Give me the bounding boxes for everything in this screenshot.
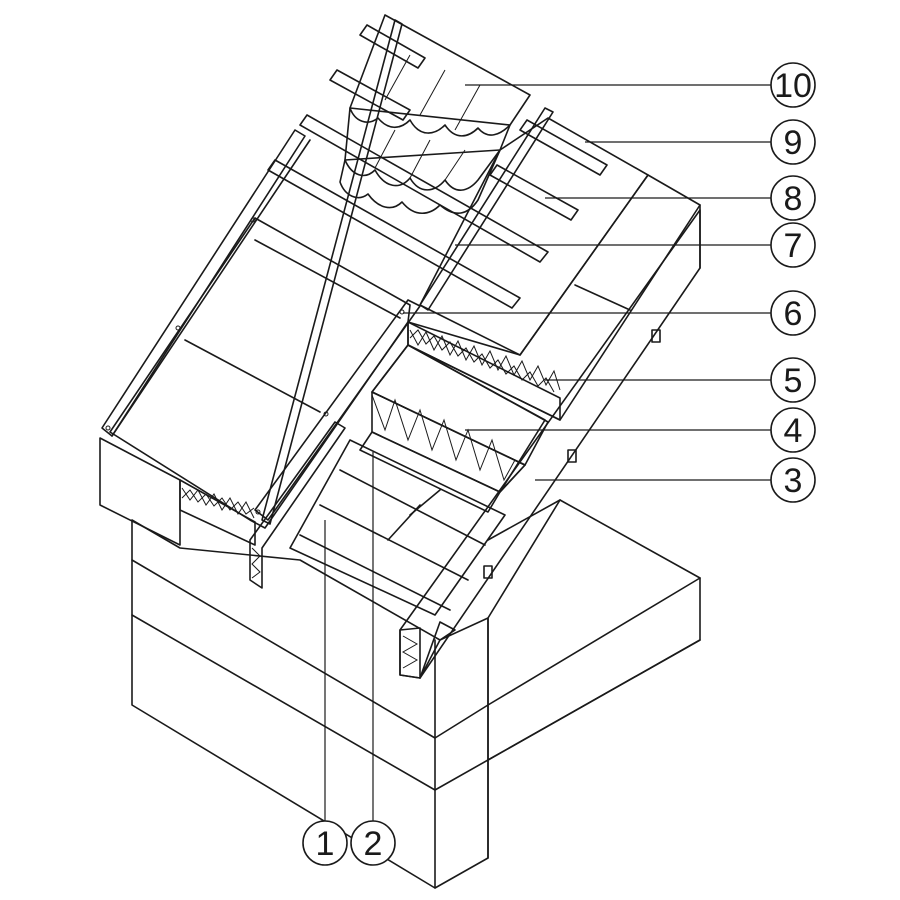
rafter-right — [399, 209, 701, 679]
tile-joint-2 — [419, 69, 446, 116]
callout-4-label: 4 — [784, 412, 803, 450]
callout-7-label: 7 — [784, 227, 803, 265]
batten-2 — [299, 114, 549, 263]
tile-row-2 — [344, 107, 511, 191]
callout-3: 3 — [770, 457, 816, 503]
verge-rail-inner — [111, 139, 311, 437]
woodfibre-board-right-edge — [407, 321, 561, 421]
verge-screw-2 — [175, 325, 181, 331]
callout-3-label: 3 — [784, 462, 803, 500]
callout-6-label: 6 — [784, 295, 803, 333]
callout-5-label: 5 — [784, 362, 803, 400]
woodfibre-left-seam-1 — [184, 339, 321, 413]
wall-course-line-1 — [131, 559, 436, 739]
roof-underlay — [419, 117, 649, 356]
woodfibre-left-seam-2 — [254, 239, 401, 319]
tile-joint-4 — [374, 129, 396, 169]
callout-6: 6 — [770, 290, 816, 336]
roof-tiles — [339, 14, 531, 215]
callout-1-label: 1 — [316, 825, 335, 863]
rafter-right-end — [399, 627, 421, 679]
counter-batten-right — [419, 107, 554, 311]
wall-right-edge-1 — [434, 577, 701, 739]
callout-7: 7 — [770, 222, 816, 268]
woodfibre-board-right — [407, 174, 701, 421]
batten-3 — [489, 164, 579, 221]
callout-9: 9 — [770, 119, 816, 165]
callout-9-label: 9 — [784, 124, 803, 162]
batten-4 — [519, 119, 608, 176]
rafter-right-bottom — [419, 621, 456, 679]
rafter-clip-3 — [483, 565, 493, 579]
callout-4: 4 — [770, 407, 816, 453]
woodfibre-right-seam — [574, 284, 631, 311]
verge-screw-3 — [105, 425, 111, 431]
ceiling-board-line-2 — [319, 504, 469, 581]
woodfibre-board-left — [109, 217, 411, 546]
callouts: 10 9 8 7 6 5 4 3 — [302, 62, 816, 866]
wall-course-line-2 — [131, 614, 436, 791]
tile-row-3 — [339, 149, 501, 215]
middle-rafter-face — [249, 421, 346, 589]
callout-8-label: 8 — [784, 180, 803, 218]
mineral-wool-layer — [371, 391, 526, 493]
fascia-board — [99, 437, 181, 546]
mineral-wool-zigzag — [371, 394, 516, 482]
woodfibre-right-zigzag-2 — [409, 329, 555, 393]
rafter-right-end-hatch — [401, 635, 419, 669]
middle-rafter-hatch — [251, 547, 261, 579]
callout-10-label: 10 — [774, 67, 812, 105]
woodfibre-left-zigzag-2 — [181, 489, 255, 515]
counter-batten-left — [261, 19, 403, 525]
woodfibre-board-left-edge — [179, 479, 256, 546]
wall-top-platform — [487, 499, 701, 761]
fascia-left — [99, 129, 311, 546]
ceiling-board-area — [289, 439, 506, 616]
callout-8: 8 — [770, 175, 816, 221]
callout-2: 2 — [350, 820, 396, 866]
woodfibre-left-zigzag — [181, 487, 255, 519]
ceiling-board-line-5 — [409, 489, 441, 516]
verge-screw-1 — [250, 217, 256, 223]
roof-battens — [267, 24, 608, 309]
tile-joint-5 — [409, 139, 431, 179]
batten-1 — [267, 159, 521, 309]
woodfibre-right-zigzag — [409, 329, 561, 391]
wall-right-edge-2 — [434, 639, 701, 791]
wall-top-back-edge — [487, 499, 561, 541]
wall-body — [131, 499, 701, 889]
callout-5: 5 — [770, 357, 816, 403]
tile-joint-3 — [454, 84, 481, 131]
callout-1: 1 — [302, 820, 348, 866]
rafter-clip-2 — [567, 449, 577, 463]
middle-screw-1 — [399, 309, 405, 315]
rafter-clip-1 — [651, 329, 661, 343]
mineral-wool-face — [371, 391, 526, 493]
middle-screw-2 — [323, 411, 329, 417]
batten-5 — [329, 69, 411, 121]
tile-joint-6 — [444, 149, 466, 181]
counter-batten-middle — [249, 299, 421, 589]
callout-2-label: 2 — [364, 825, 383, 863]
verge-rail — [101, 129, 306, 437]
callout-10: 10 — [770, 62, 816, 108]
middle-screw-3 — [255, 509, 261, 515]
tile-joint-1 — [384, 54, 411, 101]
tile-row-1 — [349, 14, 531, 137]
batten-6 — [359, 24, 426, 69]
leader-lines — [324, 84, 775, 822]
grey-membrane-top — [371, 344, 549, 466]
ceiling-board-line-3 — [339, 469, 486, 546]
